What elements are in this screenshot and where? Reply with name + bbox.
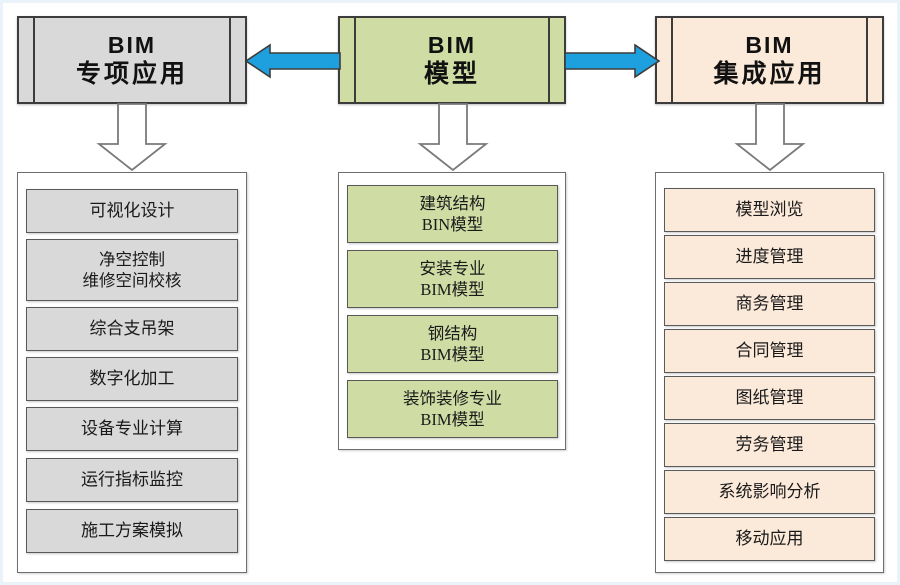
header-right-bar xyxy=(229,18,231,102)
list-item[interactable]: 劳务管理 xyxy=(664,423,875,467)
list-item-label: 钢结构 BIM模型 xyxy=(420,323,485,364)
list-item[interactable]: 进度管理 xyxy=(664,235,875,279)
list-item-label: 合同管理 xyxy=(735,341,804,361)
list-item[interactable]: 施工方案模拟 xyxy=(26,509,238,553)
list-item[interactable]: 安装专业 BIM模型 xyxy=(347,250,558,308)
header-right-bar xyxy=(548,18,550,102)
list-item-label: 设备专业计算 xyxy=(81,419,183,439)
list-item[interactable]: 图纸管理 xyxy=(664,376,875,420)
list-item-label: 净空控制 维修空间校核 xyxy=(82,249,182,290)
column-container-right: 模型浏览 进度管理 商务管理 合同管理 图纸管理 劳务管理 系统影响分析 移动应… xyxy=(655,172,884,573)
list-item-label: 移动应用 xyxy=(735,529,804,549)
header-box-middle[interactable]: BIM 模型 xyxy=(338,16,566,104)
header-box-left[interactable]: BIM 专项应用 xyxy=(17,16,247,104)
list-item[interactable]: 可视化设计 xyxy=(26,189,238,233)
list-item[interactable]: 商务管理 xyxy=(664,282,875,326)
list-item-label: 图纸管理 xyxy=(735,388,804,408)
down-arrow-left-icon xyxy=(96,103,168,172)
blue-arrow-right-icon xyxy=(564,43,661,79)
list-item-label: 数字化加工 xyxy=(89,369,175,389)
list-item-label: 商务管理 xyxy=(735,294,804,314)
header-left-subtitle: 专项应用 xyxy=(75,60,188,89)
blue-arrow-left-icon xyxy=(244,43,341,79)
list-item-label: 可视化设计 xyxy=(89,201,175,221)
list-item-label: 运行指标监控 xyxy=(81,470,183,490)
list-item[interactable]: 净空控制 维修空间校核 xyxy=(26,239,238,301)
list-item[interactable]: 建筑结构 BIN模型 xyxy=(347,185,558,243)
list-item-label: 进度管理 xyxy=(735,247,804,267)
header-left-bar xyxy=(354,18,356,102)
list-item[interactable]: 钢结构 BIM模型 xyxy=(347,315,558,373)
column-container-left: 可视化设计 净空控制 维修空间校核 综合支吊架 数字化加工 设备专业计算 运行指… xyxy=(17,172,247,573)
header-right-title: BIM xyxy=(745,31,794,58)
list-item[interactable]: 装饰装修专业 BIM模型 xyxy=(347,380,558,438)
column-container-middle: 建筑结构 BIN模型 安装专业 BIM模型 钢结构 BIM模型 装饰装修专业 B… xyxy=(338,172,566,450)
header-middle-subtitle: 模型 xyxy=(423,60,480,89)
list-item-label: 施工方案模拟 xyxy=(81,521,183,541)
header-right-subtitle: 集成应用 xyxy=(713,60,826,89)
list-item-label: 劳务管理 xyxy=(735,435,804,455)
list-item[interactable]: 模型浏览 xyxy=(664,188,875,232)
list-item[interactable]: 综合支吊架 xyxy=(26,307,238,351)
list-item-label: 模型浏览 xyxy=(735,200,804,220)
header-left-title: BIM xyxy=(107,31,157,58)
list-item[interactable]: 运行指标监控 xyxy=(26,458,238,502)
list-item[interactable]: 合同管理 xyxy=(664,329,875,373)
list-item-label: 装饰装修专业 BIM模型 xyxy=(403,388,502,429)
header-left-bar xyxy=(33,18,35,102)
list-item-label: 系统影响分析 xyxy=(718,482,821,502)
list-item[interactable]: 移动应用 xyxy=(664,517,875,561)
header-middle-title: BIM xyxy=(427,31,477,58)
list-item-label: 综合支吊架 xyxy=(89,319,175,339)
list-item-label: 安装专业 BIM模型 xyxy=(419,258,486,299)
header-left-bar xyxy=(671,18,673,102)
list-item-label: 建筑结构 BIN模型 xyxy=(419,193,486,234)
header-box-right[interactable]: BIM 集成应用 xyxy=(655,16,884,104)
list-item[interactable]: 设备专业计算 xyxy=(26,407,238,451)
down-arrow-right-icon xyxy=(734,103,806,172)
list-item[interactable]: 数字化加工 xyxy=(26,357,238,401)
down-arrow-middle-icon xyxy=(417,103,489,172)
list-item[interactable]: 系统影响分析 xyxy=(664,470,875,514)
header-right-bar xyxy=(866,18,868,102)
